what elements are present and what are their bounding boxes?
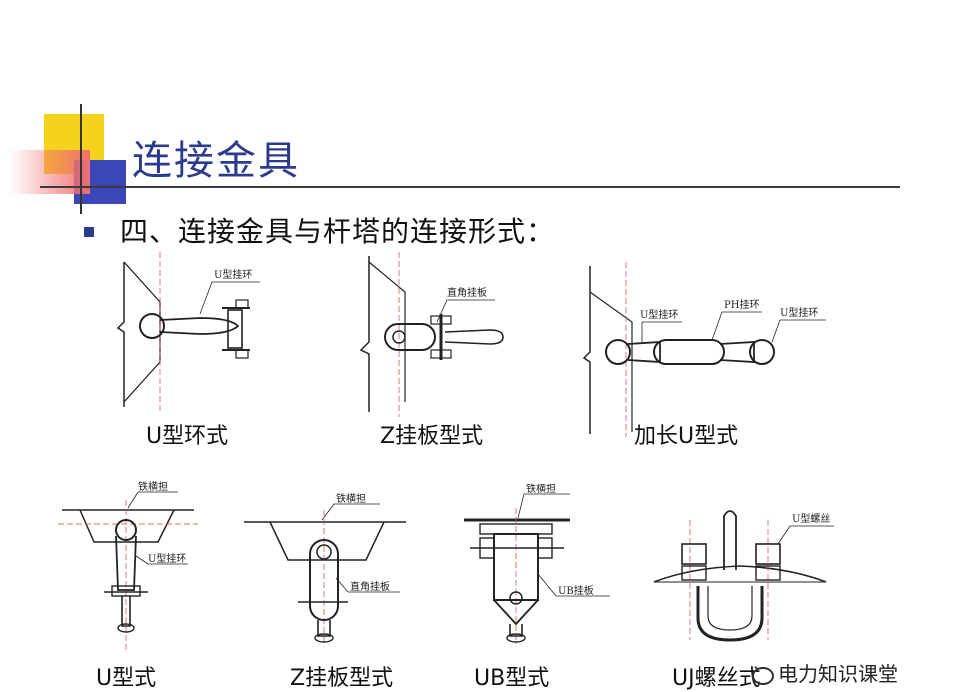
figure-caption: UJ螺丝式 — [672, 666, 761, 691]
wechat-icon — [752, 666, 774, 685]
figure-caption: U型环式 — [146, 424, 229, 449]
figure-label: 直角挂板 — [350, 580, 390, 593]
figure-label: U型挂环 — [640, 308, 678, 321]
figure-label: U型螺丝 — [792, 512, 830, 525]
figure-label: U型挂环 — [214, 268, 252, 281]
watermark-text: 电力知识课堂 — [778, 662, 898, 686]
figure-label: U型挂环 — [780, 306, 818, 319]
figure-label: 铁横担 — [336, 492, 366, 505]
watermark: 电力知识课堂 — [752, 658, 898, 687]
figure-label: 直角挂板 — [447, 286, 487, 299]
figure-extended-u: U型挂环 PH挂环 U型挂环 — [582, 262, 826, 437]
figure-caption: U型式 — [96, 666, 157, 691]
figure-uj-bolt: U型螺丝 — [653, 510, 834, 642]
figure-ub-type: 铁横担 UB挂板 — [464, 484, 610, 644]
title-divider — [40, 186, 900, 188]
deco-vertical-line — [80, 104, 82, 214]
page-title: 连接金具 — [132, 138, 300, 184]
bullet-square — [84, 227, 94, 237]
figure-label: U型挂环 — [148, 552, 186, 565]
figure-caption: Z挂板型式 — [380, 424, 484, 449]
figure-label: PH挂环 — [724, 298, 759, 311]
figure-label: 铁横担 — [138, 480, 168, 493]
figure-z-plate-lower: 铁横担 直角挂板 — [244, 492, 406, 645]
figure-u-ring: U型挂环 — [116, 252, 260, 412]
figure-z-plate: 直角挂板 — [359, 252, 504, 417]
figure-u-type: 铁横担 U型挂环 — [58, 480, 198, 650]
figure-caption: 加长U型式 — [634, 424, 739, 449]
figure-label: UB挂板 — [558, 584, 594, 597]
figure-caption: Z挂板型式 — [290, 666, 394, 691]
figure-label: 铁横担 — [526, 484, 556, 495]
slide-subtitle: 四、连接金具与杆塔的连接形式： — [120, 215, 556, 248]
figure-caption: UB型式 — [474, 666, 550, 691]
